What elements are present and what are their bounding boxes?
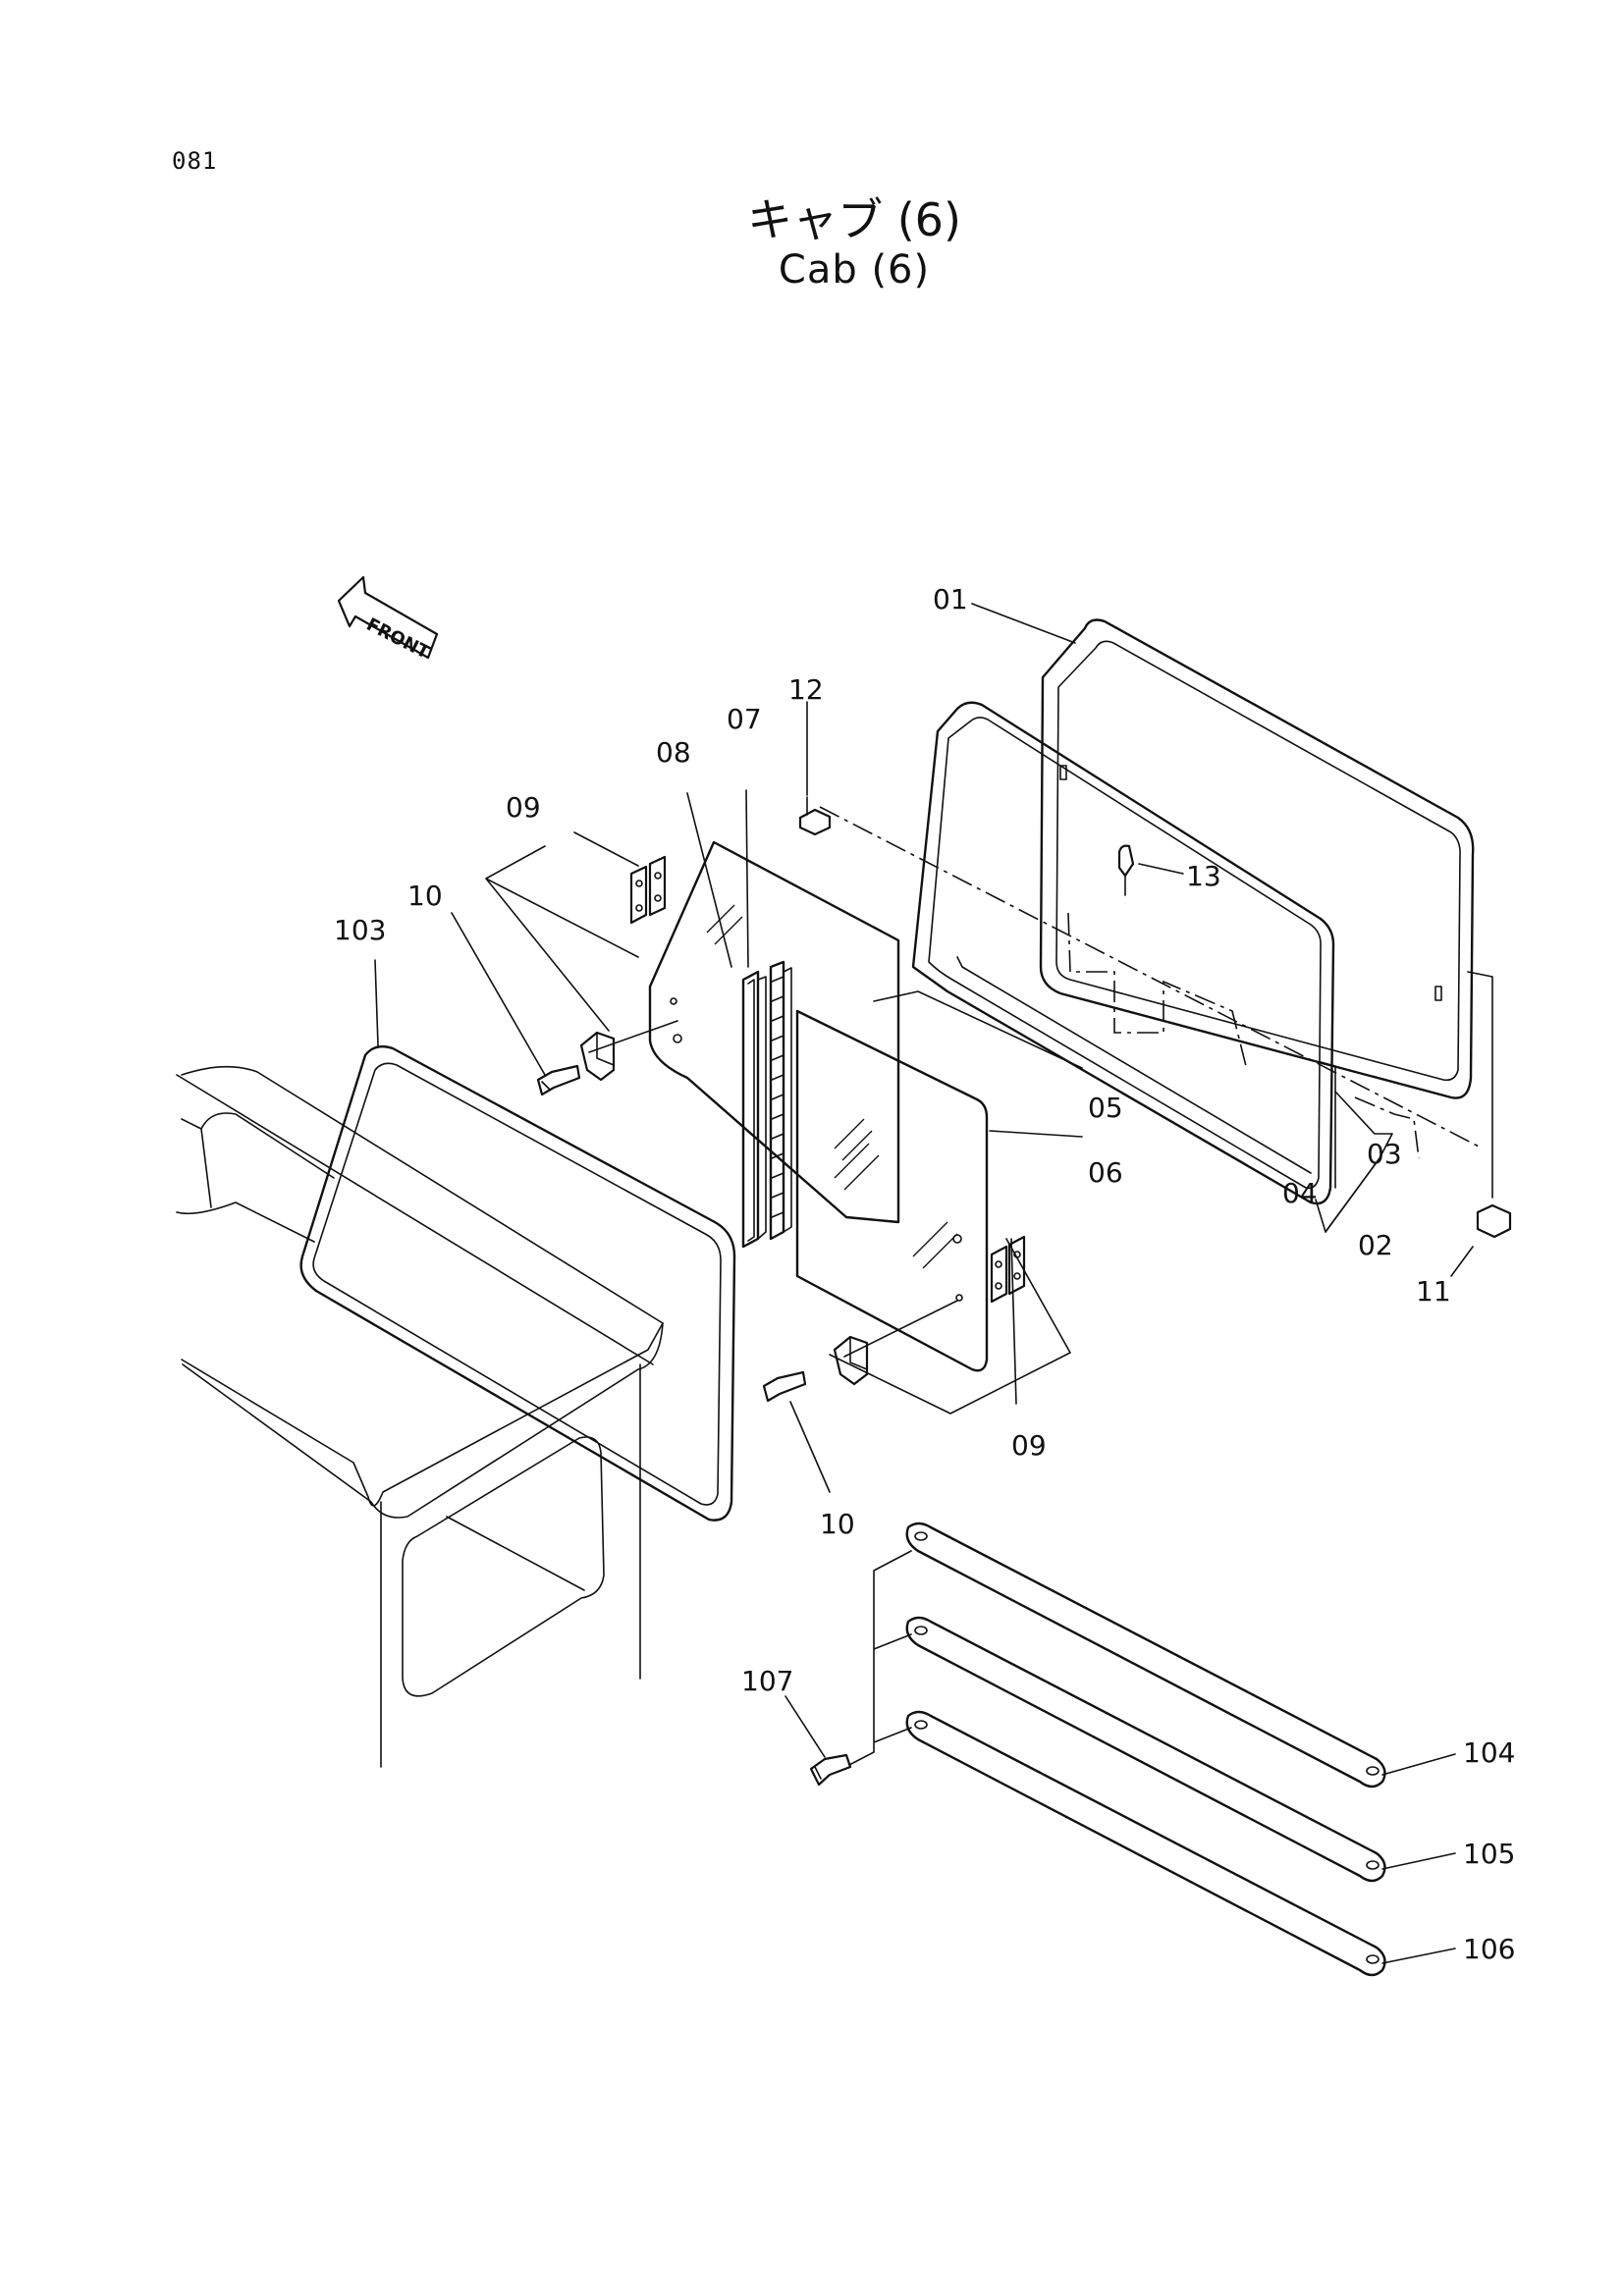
hidden-lines [819, 806, 1484, 1159]
part-09-latch-lower [833, 1335, 869, 1386]
title-english: Cab (6) [778, 247, 931, 293]
callout-107: 107 [741, 1665, 793, 1697]
callout-10-lower: 10 [820, 1508, 855, 1540]
part-13-clip [1117, 844, 1135, 896]
callout-12: 12 [788, 673, 824, 706]
callout-labels: 01 02 03 04 05 06 07 08 09 09 10 10 11 1… [334, 583, 1515, 1965]
part-103-window-seal [299, 1044, 736, 1522]
cab-body-outline [176, 1065, 664, 1768]
page-number: 081 [172, 147, 218, 175]
part-02-seal-frame [911, 701, 1336, 1205]
part-06-glass-front [795, 1009, 989, 1372]
callout-09-lower: 09 [1011, 1429, 1047, 1462]
callout-105: 105 [1463, 1838, 1515, 1870]
callout-04: 04 [1282, 1177, 1318, 1209]
part-11-stopper-block [1476, 1203, 1512, 1239]
callout-08: 08 [656, 736, 691, 769]
callout-05: 05 [1088, 1092, 1123, 1124]
front-arrow-icon: FRONT [337, 575, 439, 664]
part-01-window-frame [1039, 618, 1475, 1099]
part-09-latch-upper [579, 1031, 616, 1082]
part-08-guide-channel [741, 970, 767, 1249]
callout-06: 06 [1088, 1156, 1123, 1189]
bolt-icon [536, 1064, 581, 1096]
part-09-bracket-lower [990, 1235, 1026, 1304]
part-12-stopper [798, 796, 832, 836]
part-107-bolt [809, 1753, 852, 1787]
part-105-strap [905, 1616, 1386, 1883]
callout-01: 01 [933, 583, 968, 615]
callout-02: 02 [1358, 1229, 1393, 1261]
part-07-guide-rail [769, 960, 792, 1241]
callout-09-upper: 09 [506, 791, 541, 824]
strap-bracket-lines [848, 1550, 912, 1766]
callout-10-upper: 10 [407, 880, 443, 912]
leader-lines [374, 603, 1493, 1964]
part-05-glass-rear [648, 840, 900, 1224]
callout-106: 106 [1463, 1933, 1515, 1965]
callout-13: 13 [1186, 860, 1221, 892]
part-106-strap [905, 1710, 1386, 1977]
callout-104: 104 [1463, 1736, 1515, 1769]
title-japanese: キャブ (6) [747, 193, 961, 246]
part-09-bracket-upper [629, 855, 667, 925]
part-104-strap [905, 1522, 1386, 1789]
callout-07: 07 [727, 703, 762, 735]
callout-11: 11 [1416, 1275, 1451, 1308]
callout-103: 103 [334, 914, 386, 946]
bolt-icon [762, 1370, 807, 1403]
callout-03: 03 [1367, 1138, 1402, 1170]
